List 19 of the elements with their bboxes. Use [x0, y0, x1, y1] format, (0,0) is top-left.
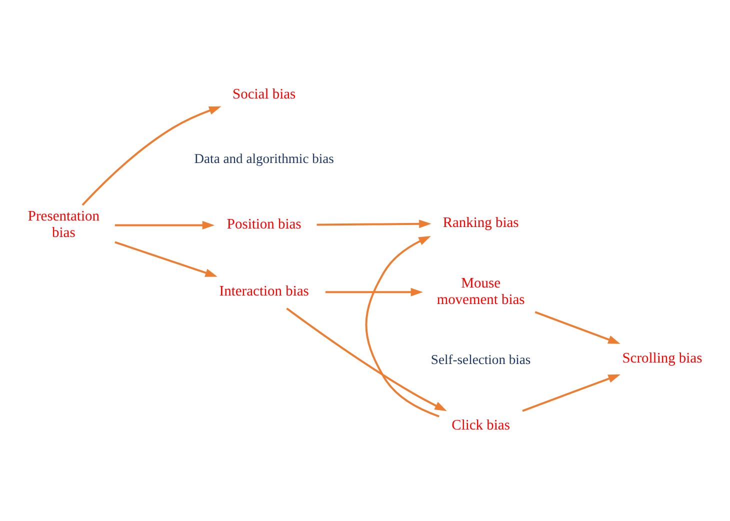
node-text: Position bias [226, 216, 302, 233]
arrow [325, 288, 423, 296]
arrow [316, 220, 432, 228]
arrow [114, 220, 214, 230]
arrow [286, 308, 447, 412]
arrow [534, 311, 620, 344]
node-text: Click bias [452, 418, 510, 434]
arrow [114, 241, 218, 277]
node-text: Ranking bias [442, 214, 519, 231]
label: Data and algorithmic bias [194, 151, 334, 166]
node-text: Social bias [232, 86, 296, 102]
node-text: Presentation bias [28, 208, 100, 241]
arrow [365, 236, 440, 418]
label: Self-selection bias [430, 352, 531, 368]
node-text: Mouse movement bias [436, 275, 525, 308]
node-text: Scrolling bias [622, 350, 702, 367]
node-text: Interaction bias [219, 284, 309, 300]
arrow [522, 374, 620, 412]
arrow [82, 106, 222, 206]
